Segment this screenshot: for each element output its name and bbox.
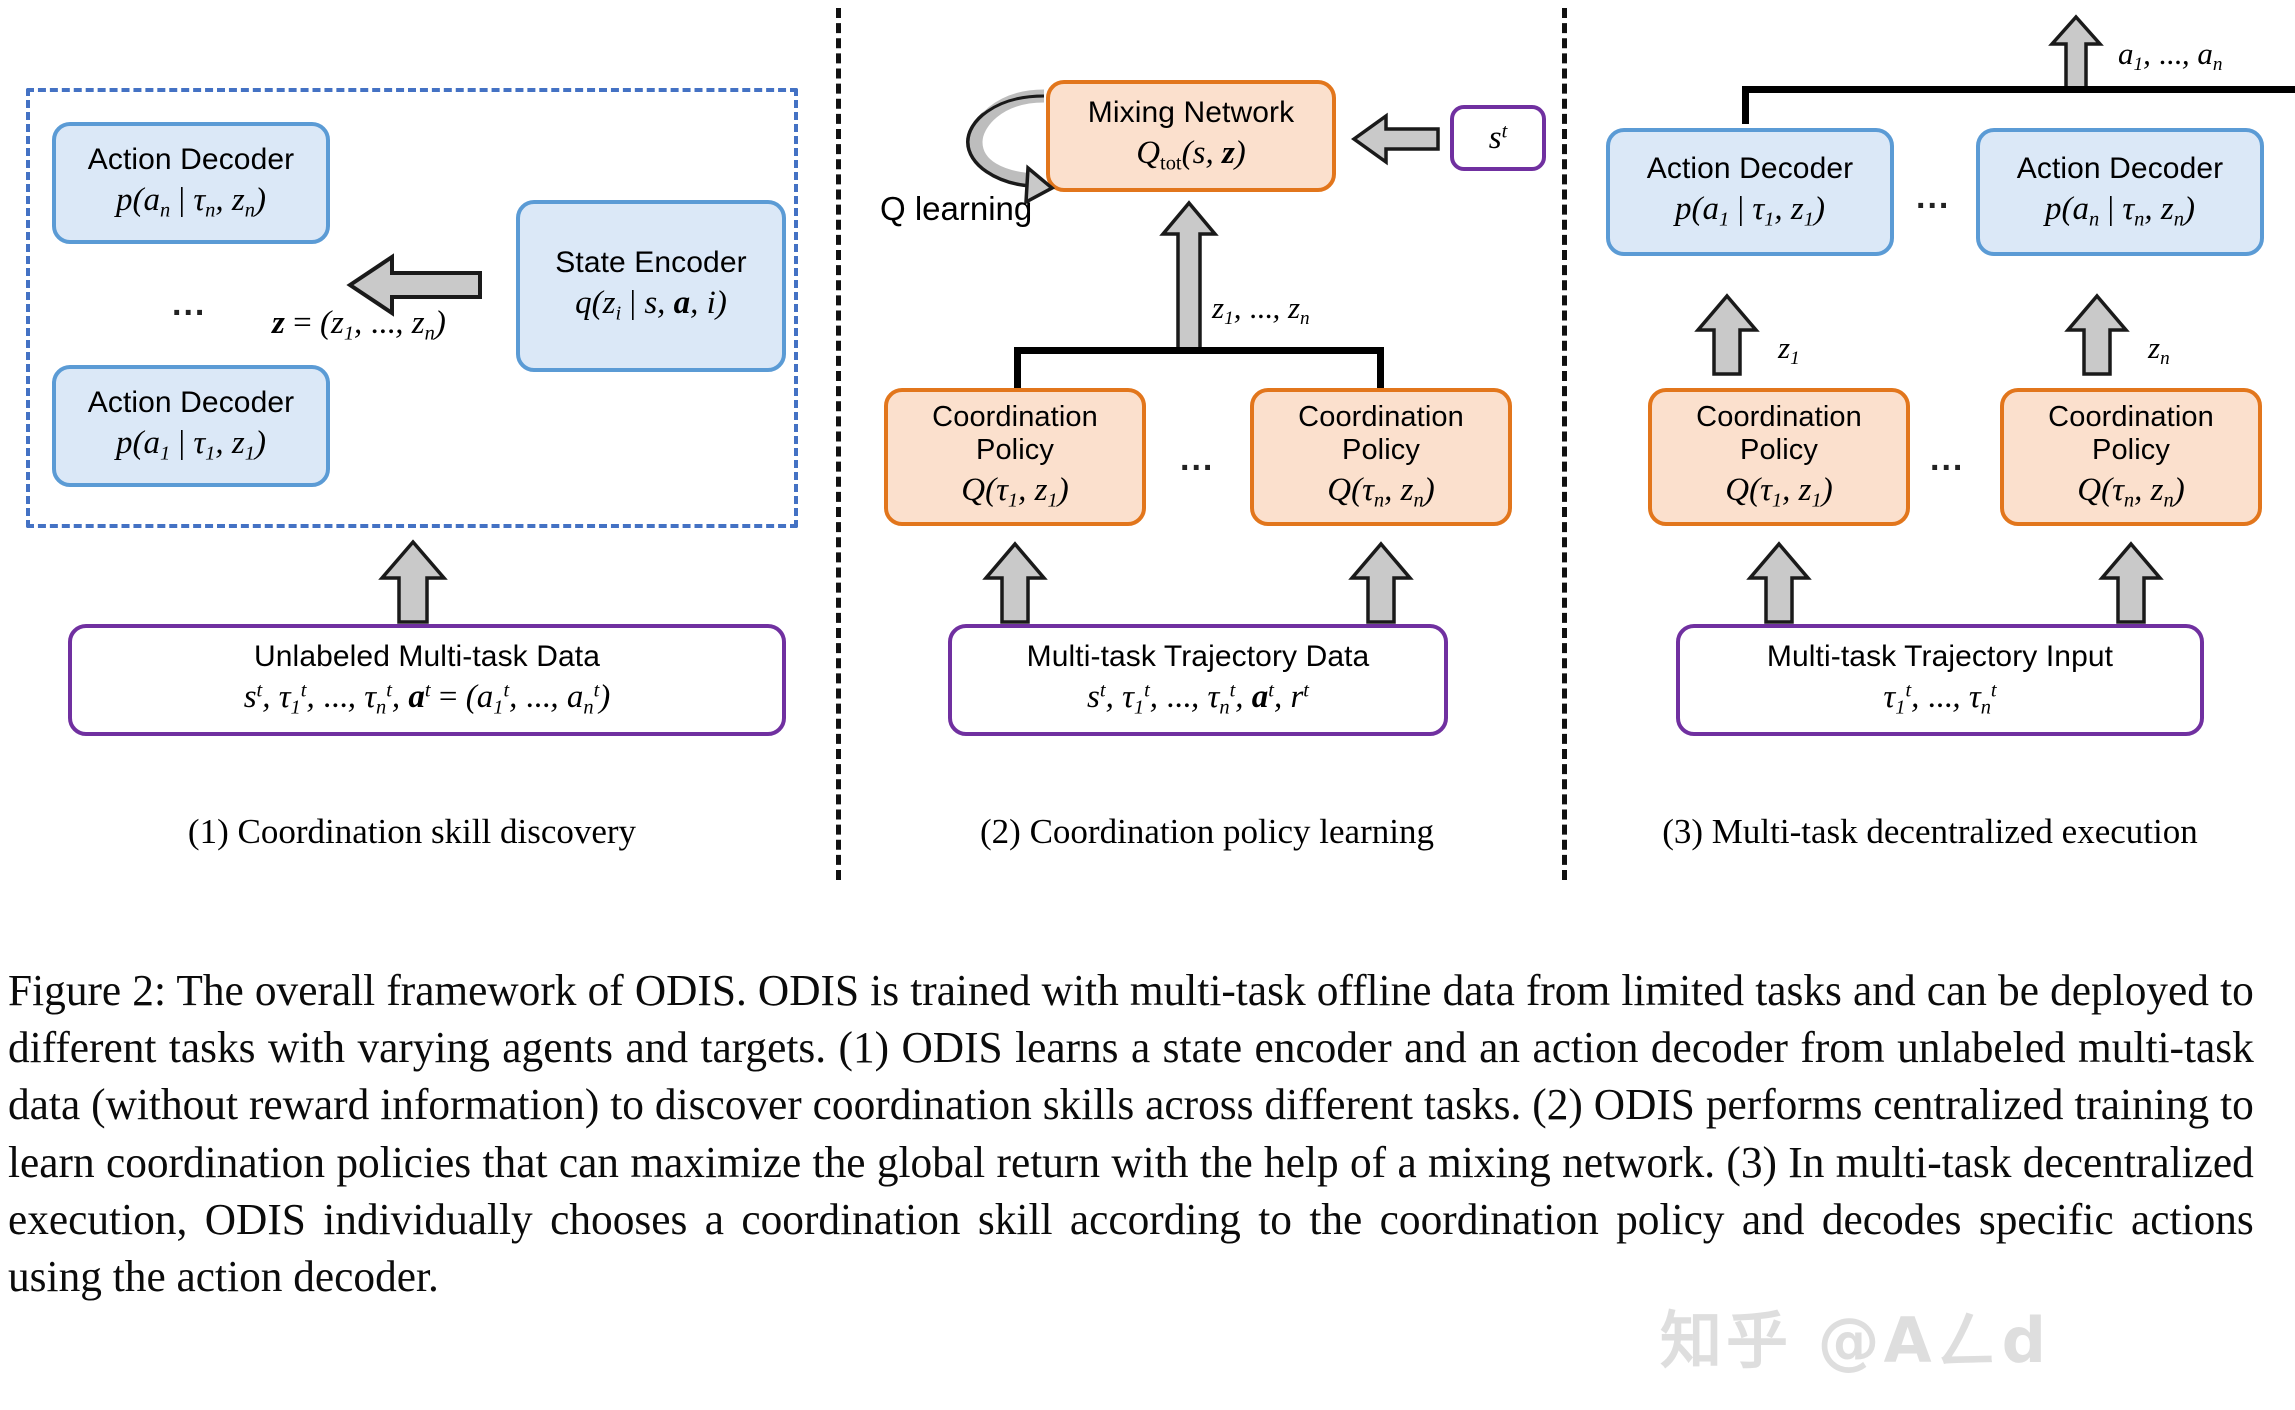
panel-1-caption: (1) Coordination skill discovery bbox=[187, 812, 637, 851]
box-title-line1: Coordination bbox=[2048, 400, 2214, 433]
panel1-unlabeled-data-box: Unlabeled Multi-task Data st, τ1t, ..., … bbox=[68, 624, 786, 736]
figure-diagram: Action Decoder p(an | τn, zn) Action Dec… bbox=[26, 8, 2295, 880]
box-title-line1: Coordination bbox=[1696, 400, 1862, 433]
panel1-state-encoder: State Encoder q(zi | s, a, i) bbox=[516, 200, 786, 372]
panel3-connector-left-drop bbox=[1742, 86, 1749, 124]
panel3-action-output-label: a1, ..., an bbox=[2118, 36, 2223, 76]
panel2-state-left-arrow-icon bbox=[1351, 112, 1440, 166]
panel2-connector-left-drop bbox=[1014, 347, 1021, 389]
panel1-action-decoder-1: Action Decoder p(a1 | τ1, z1) bbox=[52, 365, 330, 487]
box-math: p(an | τn, zn) bbox=[116, 181, 266, 222]
panel3-trajn-up-arrow-icon bbox=[2098, 541, 2164, 624]
panel-divider-1 bbox=[836, 8, 841, 880]
panel2-ellipsis: ... bbox=[1180, 440, 1215, 478]
panel3-zn-up-arrow-icon bbox=[2064, 293, 2130, 376]
panel2-mixing-network: Mixing Network Qtot(s, z) bbox=[1046, 80, 1336, 192]
box-math: st bbox=[1488, 119, 1508, 156]
box-title-line2: Policy bbox=[1342, 434, 1420, 467]
panel3-ellipsis-top: ... bbox=[1916, 178, 1951, 216]
panel2-connector-bus bbox=[1014, 347, 1384, 354]
box-title-line2: Policy bbox=[1740, 434, 1818, 467]
panel2-state-input-box: st bbox=[1450, 105, 1546, 171]
panel3-coordination-policy-1: Coordination Policy Q(τ1, z1) bbox=[1648, 388, 1910, 526]
box-math: p(an | τn, zn) bbox=[2045, 190, 2195, 231]
panel3-connector-bus bbox=[1742, 86, 2295, 93]
box-math: p(a1 | τ1, z1) bbox=[1675, 190, 1825, 231]
box-math: st, τ1t, ..., τnt, at = (a1t, ..., ant) bbox=[243, 678, 611, 719]
box-title: Multi-task Trajectory Data bbox=[1026, 639, 1370, 673]
panel3-ellipsis-bottom: ... bbox=[1930, 440, 1965, 478]
box-title: Mixing Network bbox=[1087, 95, 1295, 129]
panel2-z-flow-label: z1, ..., zn bbox=[1212, 290, 1310, 330]
panel-1-dashed-region bbox=[26, 88, 798, 528]
panel1-skill-arrow-icon bbox=[346, 253, 482, 317]
box-math: q(zi | s, a, i) bbox=[575, 284, 727, 325]
box-title: Action Decoder bbox=[87, 142, 295, 176]
panel1-data-up-arrow-icon bbox=[378, 539, 448, 624]
panel2-q-learning-label: Q learning bbox=[880, 190, 1033, 227]
panel3-action-decoder-1: Action Decoder p(a1 | τ1, z1) bbox=[1606, 128, 1894, 256]
panel2-trajectory-data-box: Multi-task Trajectory Data st, τ1t, ...,… bbox=[948, 624, 1448, 736]
box-title: State Encoder bbox=[555, 245, 747, 279]
box-math: Q(τn, zn) bbox=[1327, 471, 1435, 512]
box-math: τ1t, ..., τnt bbox=[1883, 678, 1997, 719]
panel-2-caption: (2) Coordination policy learning bbox=[980, 812, 1434, 851]
panel1-ellipsis: ... bbox=[172, 285, 207, 323]
panel3-action-decoder-n: Action Decoder p(an | τn, zn) bbox=[1976, 128, 2264, 256]
panel2-policyn-up-arrow-icon bbox=[1348, 541, 1414, 624]
box-math: st, τ1t, ..., τnt, at, rt bbox=[1087, 678, 1309, 719]
panel2-coordination-policy-1: Coordination Policy Q(τ1, z1) bbox=[884, 388, 1146, 526]
panel-divider-2 bbox=[1562, 8, 1567, 880]
box-math: Q(τ1, z1) bbox=[1725, 471, 1833, 512]
figure-caption: Figure 2: The overall framework of ODIS.… bbox=[8, 966, 2254, 1301]
box-math: Q(τn, zn) bbox=[2077, 471, 2185, 512]
panel2-q-learning-curved-arrow-icon bbox=[965, 89, 1056, 206]
panel2-policy1-up-arrow-icon bbox=[982, 541, 1048, 624]
panel3-zn-label: zn bbox=[2148, 330, 2170, 370]
box-math: Qtot(s, z) bbox=[1136, 134, 1246, 175]
box-math: Q(τ1, z1) bbox=[961, 471, 1069, 512]
box-title: Action Decoder bbox=[87, 385, 295, 419]
panel1-z-vector-label: z = (z1, ..., zn) bbox=[272, 305, 446, 345]
box-title: Unlabeled Multi-task Data bbox=[254, 639, 600, 673]
panel3-action-out-arrow-icon bbox=[2048, 14, 2104, 92]
box-title: Multi-task Trajectory Input bbox=[1766, 639, 2114, 673]
panel3-z1-label: z1 bbox=[1778, 330, 1800, 370]
panel2-z-up-arrow-icon bbox=[1159, 200, 1219, 352]
panel3-coordination-policy-n: Coordination Policy Q(τn, zn) bbox=[2000, 388, 2262, 526]
panel-3-caption: (3) Multi-task decentralized execution bbox=[1662, 812, 2198, 851]
box-title-line1: Coordination bbox=[932, 400, 1098, 433]
panel1-action-decoder-n: Action Decoder p(an | τn, zn) bbox=[52, 122, 330, 244]
panel2-coordination-policy-n: Coordination Policy Q(τn, zn) bbox=[1250, 388, 1512, 526]
box-math: p(a1 | τ1, z1) bbox=[116, 424, 266, 465]
panel3-traj1-up-arrow-icon bbox=[1746, 541, 1812, 624]
panel3-z1-up-arrow-icon bbox=[1694, 293, 1760, 376]
box-title: Action Decoder bbox=[1646, 151, 1854, 185]
box-title-line2: Policy bbox=[2092, 434, 2170, 467]
panel3-trajectory-input-box: Multi-task Trajectory Input τ1t, ..., τn… bbox=[1676, 624, 2204, 736]
box-title-line1: Coordination bbox=[1298, 400, 1464, 433]
box-title: Action Decoder bbox=[2016, 151, 2224, 185]
panel2-connector-right-drop bbox=[1377, 347, 1384, 389]
box-title-line2: Policy bbox=[976, 434, 1054, 467]
